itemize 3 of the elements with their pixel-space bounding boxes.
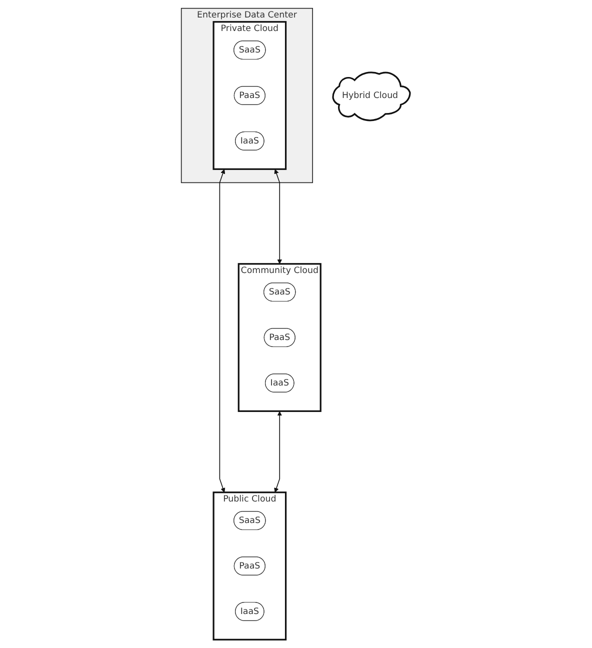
- arrow: [220, 169, 226, 493]
- arrow: [274, 169, 282, 264]
- arrow: [274, 411, 282, 493]
